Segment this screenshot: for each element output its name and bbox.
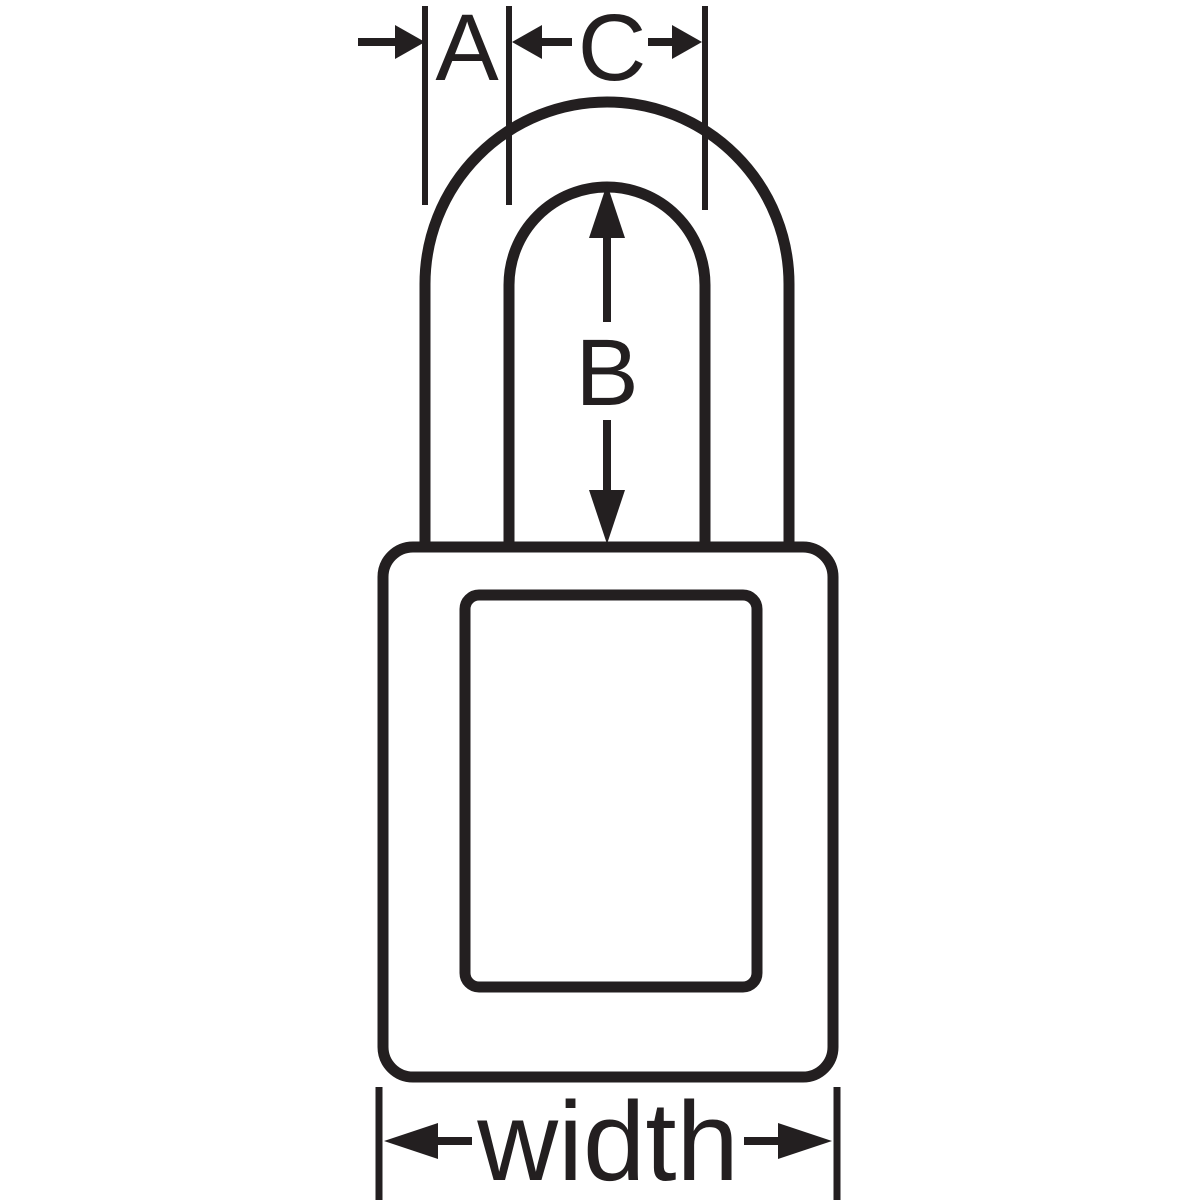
dimension-b: B [575, 184, 639, 544]
dimension-width-label: width [476, 1079, 738, 1200]
dimension-a-label: A [435, 0, 499, 101]
dimension-a: A [358, 0, 512, 205]
padlock-face-panel [459, 589, 763, 993]
dimension-width-arrowhead-left-icon [384, 1123, 438, 1159]
dimension-c-arrowhead-right-icon [672, 25, 702, 59]
padlock-body [377, 541, 839, 1083]
dimension-b-arrowhead-up-icon [589, 184, 625, 238]
dimension-b-arrowhead-down-icon [589, 490, 625, 544]
dimension-c: C [512, 0, 708, 210]
dimension-width-arrowhead-right-icon [778, 1123, 832, 1159]
padlock-outline [377, 96, 839, 1083]
shackle-outer-outline [419, 96, 795, 600]
dimension-width: width [375, 1079, 841, 1200]
dimension-a-arrowhead-right-icon [395, 25, 425, 59]
dimension-b-label: B [575, 320, 638, 426]
dimension-c-arrowhead-left-icon [512, 25, 542, 59]
dimension-c-label: C [578, 0, 647, 101]
